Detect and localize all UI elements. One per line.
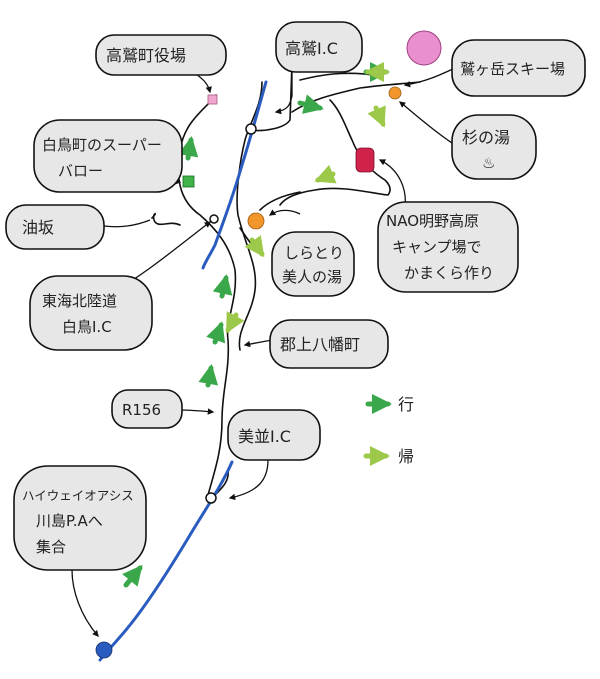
label-camp-2: キャンプ場で: [392, 238, 482, 256]
leader-mino-ic: [228, 459, 269, 501]
label-aburazaka: 油坂: [22, 218, 54, 237]
town-office-marker: [207, 94, 218, 105]
sugi-onsen-marker: [388, 86, 402, 100]
return-arrow-2: [367, 105, 386, 128]
leader-r156: [179, 408, 215, 415]
meeting-point-marker: [95, 641, 113, 659]
leader-camp: [378, 159, 406, 208]
label-town-office: 高鷲町役場: [106, 46, 186, 65]
highway-tokai-hokuriku-north: [201, 80, 268, 270]
bubble-mino-ic: [227, 409, 321, 461]
label-camp-3: かまくら作り: [404, 264, 494, 282]
return-arrow-3: [314, 164, 337, 184]
bijin-onsen-marker: [247, 212, 265, 230]
bubble-ski: [451, 39, 586, 97]
bubble-r156: [111, 389, 183, 429]
outbound-arrow-5: [178, 136, 199, 161]
label-gujo: 郡上八幡町: [280, 335, 360, 354]
bubble-gujo: [269, 319, 389, 369]
leader-takasu-ic: [274, 72, 293, 115]
takasu-ic-junction: [245, 123, 257, 135]
label-shirotori-ic-2: 白鳥I.C: [62, 318, 112, 336]
label-bijin-1: しらとり: [284, 244, 344, 262]
bubble-shirotori-ic: [29, 275, 153, 351]
outbound-arrow-4: [212, 274, 233, 299]
nao-camp-marker: [355, 147, 375, 173]
label-camp-1: NAO明野高原: [386, 212, 479, 230]
outbound-arrow-1: [122, 564, 143, 588]
bubble-town-office: [95, 34, 227, 76]
label-meeting-3: 集合: [36, 538, 66, 556]
bubble-meeting: [13, 465, 147, 571]
legend-return-label: 帰: [398, 447, 414, 466]
leader-town-office: [195, 73, 212, 94]
leader-bijin: [268, 209, 301, 216]
label-supermarket-2: バロー: [58, 162, 103, 180]
label-bijin-2: 美人の湯: [282, 268, 342, 286]
legend-outbound-label: 行: [398, 395, 414, 414]
outbound-arrow-3: [206, 321, 226, 345]
return-arrow-4: [244, 235, 265, 258]
leader-sugi: [398, 101, 456, 146]
road-loop-inner: [259, 191, 301, 211]
shirotori-ic-junction: [209, 214, 219, 224]
bubble-camp: [377, 201, 519, 293]
leader-gujo: [243, 339, 273, 348]
label-takasu-ic: 高鷲I.C: [285, 39, 338, 58]
road-aburazaka-curl: [151, 212, 181, 226]
return-arrow-5: [225, 311, 245, 334]
outbound-arrow-2: [198, 364, 219, 388]
bubble-aburazaka: [5, 204, 105, 250]
road-east-loop: [279, 99, 391, 206]
label-onsen-symbol: ♨: [482, 154, 495, 172]
label-meeting-1: ハイウェイオアシス: [22, 488, 134, 503]
label-mino-ic: 美並I.C: [238, 427, 291, 446]
bubble-takasu-ic: [275, 21, 363, 73]
leader-aburazaka: [103, 219, 151, 228]
label-ski: 鷲ヶ岳スキー場: [460, 60, 565, 78]
bubble-sugi: [451, 114, 537, 180]
leader-meeting: [71, 569, 99, 637]
supermarket-marker: [182, 175, 195, 188]
label-sugi: 杉の湯: [462, 128, 510, 147]
outbound-arrow-6: [297, 94, 324, 114]
mino-ic-junction: [205, 492, 217, 504]
bubble-supermarket: [33, 119, 183, 193]
legend: 行 帰: [363, 394, 414, 466]
label-supermarket-1: 白鳥町のスーパー: [42, 136, 162, 154]
label-shirotori-ic-1: 東海北陸道: [42, 292, 117, 310]
label-meeting-2: 川島P.Aへ: [36, 512, 103, 530]
label-r156: R156: [122, 401, 161, 419]
ski-resort-marker: [406, 30, 442, 66]
bubble-bijin: [271, 231, 355, 297]
